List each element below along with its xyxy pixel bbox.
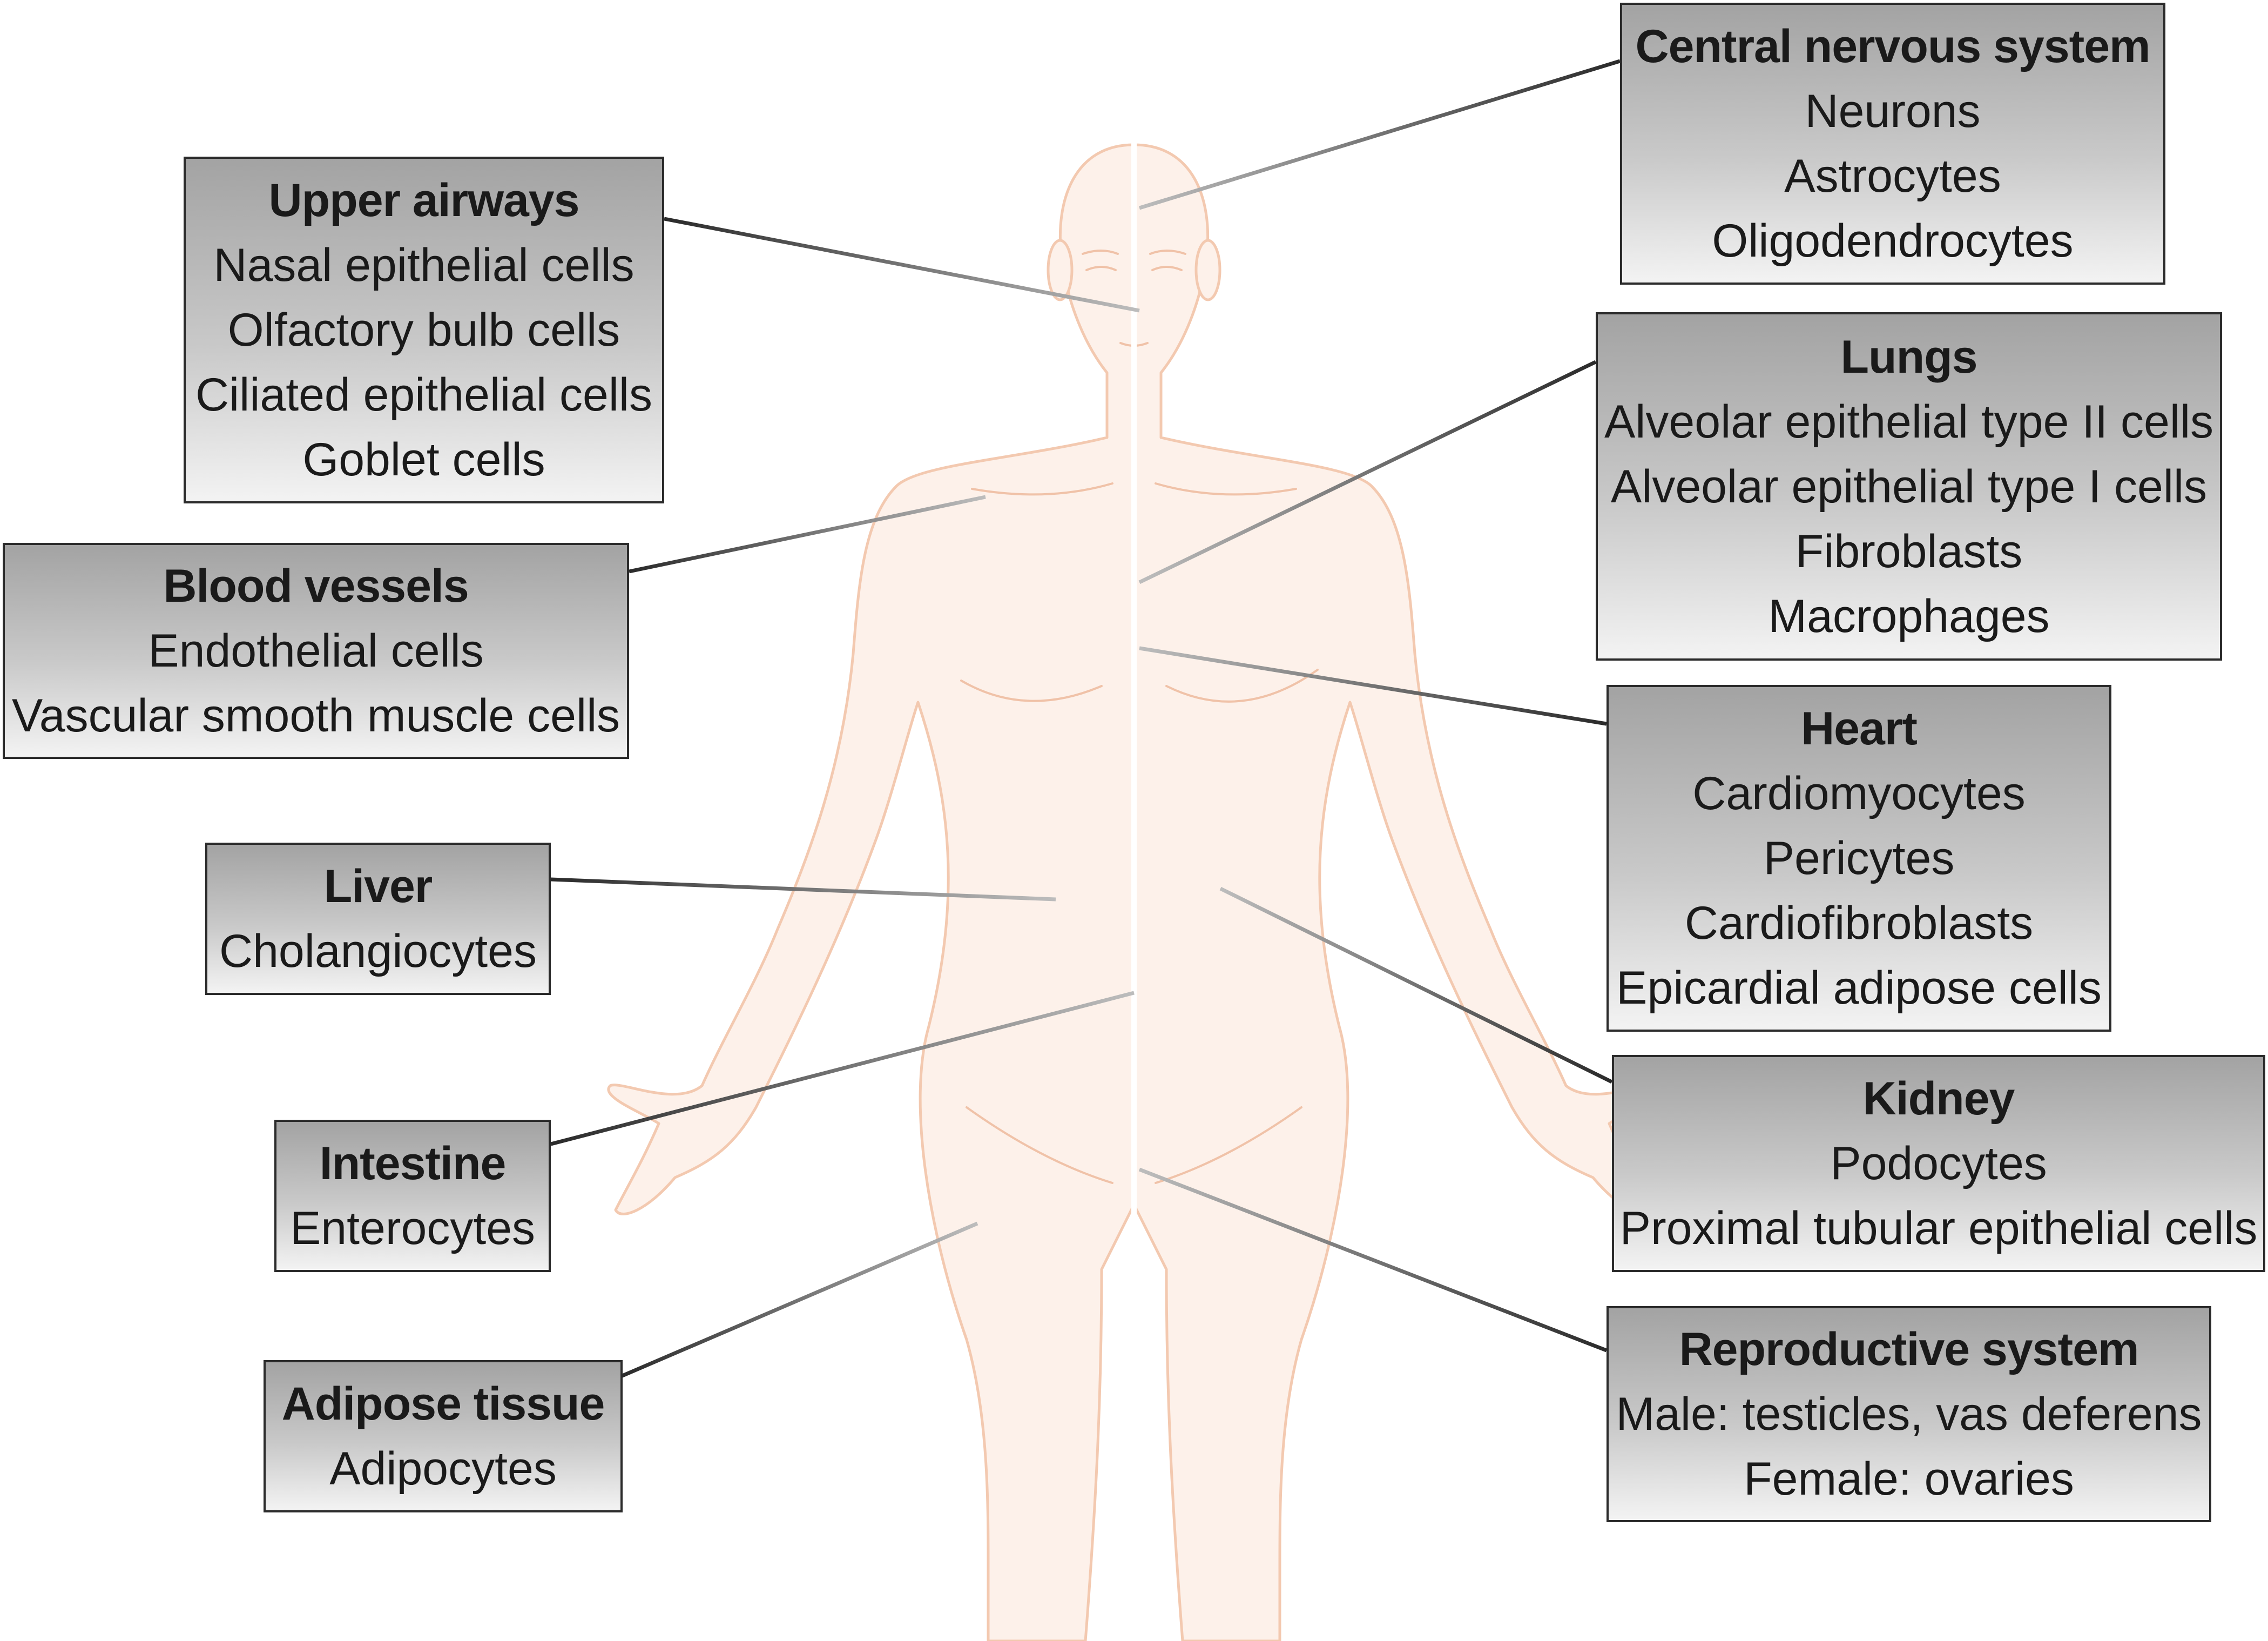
central-nervous-system-item: Oligodendrocytes xyxy=(1712,215,2074,267)
blood-vessels-item: Vascular smooth muscle cells xyxy=(11,690,620,742)
upper-airways-box: Upper airways Nasal epithelial cells Olf… xyxy=(184,157,664,503)
liver-item: Cholangiocytes xyxy=(219,925,537,977)
reproductive-system-item: Female: ovaries xyxy=(1744,1453,2074,1505)
heart-item: Cardiofibroblasts xyxy=(1684,897,2034,949)
right-groin xyxy=(1155,1106,1302,1184)
right-chest xyxy=(1165,669,1319,703)
heart-item: Cardiomyocytes xyxy=(1692,768,2026,819)
reproductive-system-title: Reproductive system xyxy=(1679,1323,2139,1375)
heart-box: Heart Cardiomyocytes Pericytes Cardiofib… xyxy=(1606,685,2111,1032)
lungs-item: Alveolar epithelial type I cells xyxy=(1610,460,2208,513)
liver-title: Liver xyxy=(323,860,433,912)
connector-intestine xyxy=(550,991,1135,1146)
central-nervous-system-item: Astrocytes xyxy=(1784,150,2001,202)
upper-airways-title: Upper airways xyxy=(268,174,580,226)
right-ear xyxy=(1194,239,1221,301)
central-nervous-system-title: Central nervous system xyxy=(1635,21,2150,72)
left-eyebrow xyxy=(1082,250,1119,255)
upper-airways-item: Ciliated epithelial cells xyxy=(195,369,653,421)
blood-vessels-title: Blood vessels xyxy=(163,560,469,612)
intestine-item: Enterocytes xyxy=(289,1202,536,1254)
connector-blood-vessels xyxy=(629,495,986,574)
kidney-item: Proximal tubular epithelial cells xyxy=(1619,1202,2258,1254)
liver-box: Liver Cholangiocytes xyxy=(205,843,551,995)
adipose-tissue-title: Adipose tissue xyxy=(281,1378,605,1430)
lungs-title: Lungs xyxy=(1840,331,1978,383)
intestine-title: Intestine xyxy=(319,1138,507,1189)
right-clavicle xyxy=(1155,482,1297,496)
central-nervous-system-item: Neurons xyxy=(1805,85,1981,137)
left-ear xyxy=(1047,239,1074,301)
connector-reproductive-system xyxy=(1138,1167,1608,1353)
blood-vessels-box: Blood vessels Endothelial cells Vascular… xyxy=(3,543,629,759)
reproductive-system-item: Male: testicles, vas deferens xyxy=(1616,1388,2202,1440)
kidney-box: Kidney Podocytes Proximal tubular epithe… xyxy=(1612,1055,2265,1272)
lungs-item: Fibroblasts xyxy=(1795,525,2023,577)
right-eyebrow xyxy=(1149,250,1186,255)
heart-item: Pericytes xyxy=(1763,832,1955,884)
connector-lungs xyxy=(1138,360,1597,584)
kidney-item: Podocytes xyxy=(1830,1138,2047,1189)
left-clavicle xyxy=(971,482,1113,496)
adipose-tissue-item: Adipocytes xyxy=(329,1443,557,1495)
connector-heart xyxy=(1139,646,1607,726)
left-chest xyxy=(960,680,1103,702)
reproductive-system-box: Reproductive system Male: testicles, vas… xyxy=(1606,1306,2211,1522)
heart-item: Epicardial adipose cells xyxy=(1616,962,2102,1014)
lungs-item: Macrophages xyxy=(1768,590,2050,642)
left-eye xyxy=(1085,266,1117,271)
figure-details xyxy=(960,250,1319,1184)
adipose-tissue-box: Adipose tissue Adipocytes xyxy=(264,1360,623,1512)
connector-adipose-tissue xyxy=(620,1221,978,1378)
blood-vessels-item: Endothelial cells xyxy=(148,625,484,677)
kidney-title: Kidney xyxy=(1862,1073,2015,1125)
heart-title: Heart xyxy=(1801,703,1918,755)
connectors xyxy=(550,59,1621,1378)
connector-kidney xyxy=(1219,886,1613,1084)
lungs-item: Alveolar epithelial type II cells xyxy=(1604,395,2214,448)
upper-airways-item: Goblet cells xyxy=(302,434,545,486)
left-groin xyxy=(966,1106,1113,1184)
central-nervous-system-box: Central nervous system Neurons Astrocyte… xyxy=(1620,3,2165,285)
connector-central-nervous-system xyxy=(1138,59,1621,210)
upper-airways-item: Olfactory bulb cells xyxy=(227,304,620,356)
upper-airways-item: Nasal epithelial cells xyxy=(213,239,634,291)
lungs-box: Lungs Alveolar epithelial type II cells … xyxy=(1596,312,2222,661)
intestine-box: Intestine Enterocytes xyxy=(274,1120,551,1272)
right-eye xyxy=(1151,266,1183,271)
connector-upper-airways xyxy=(664,217,1140,313)
connector-liver xyxy=(550,877,1056,902)
